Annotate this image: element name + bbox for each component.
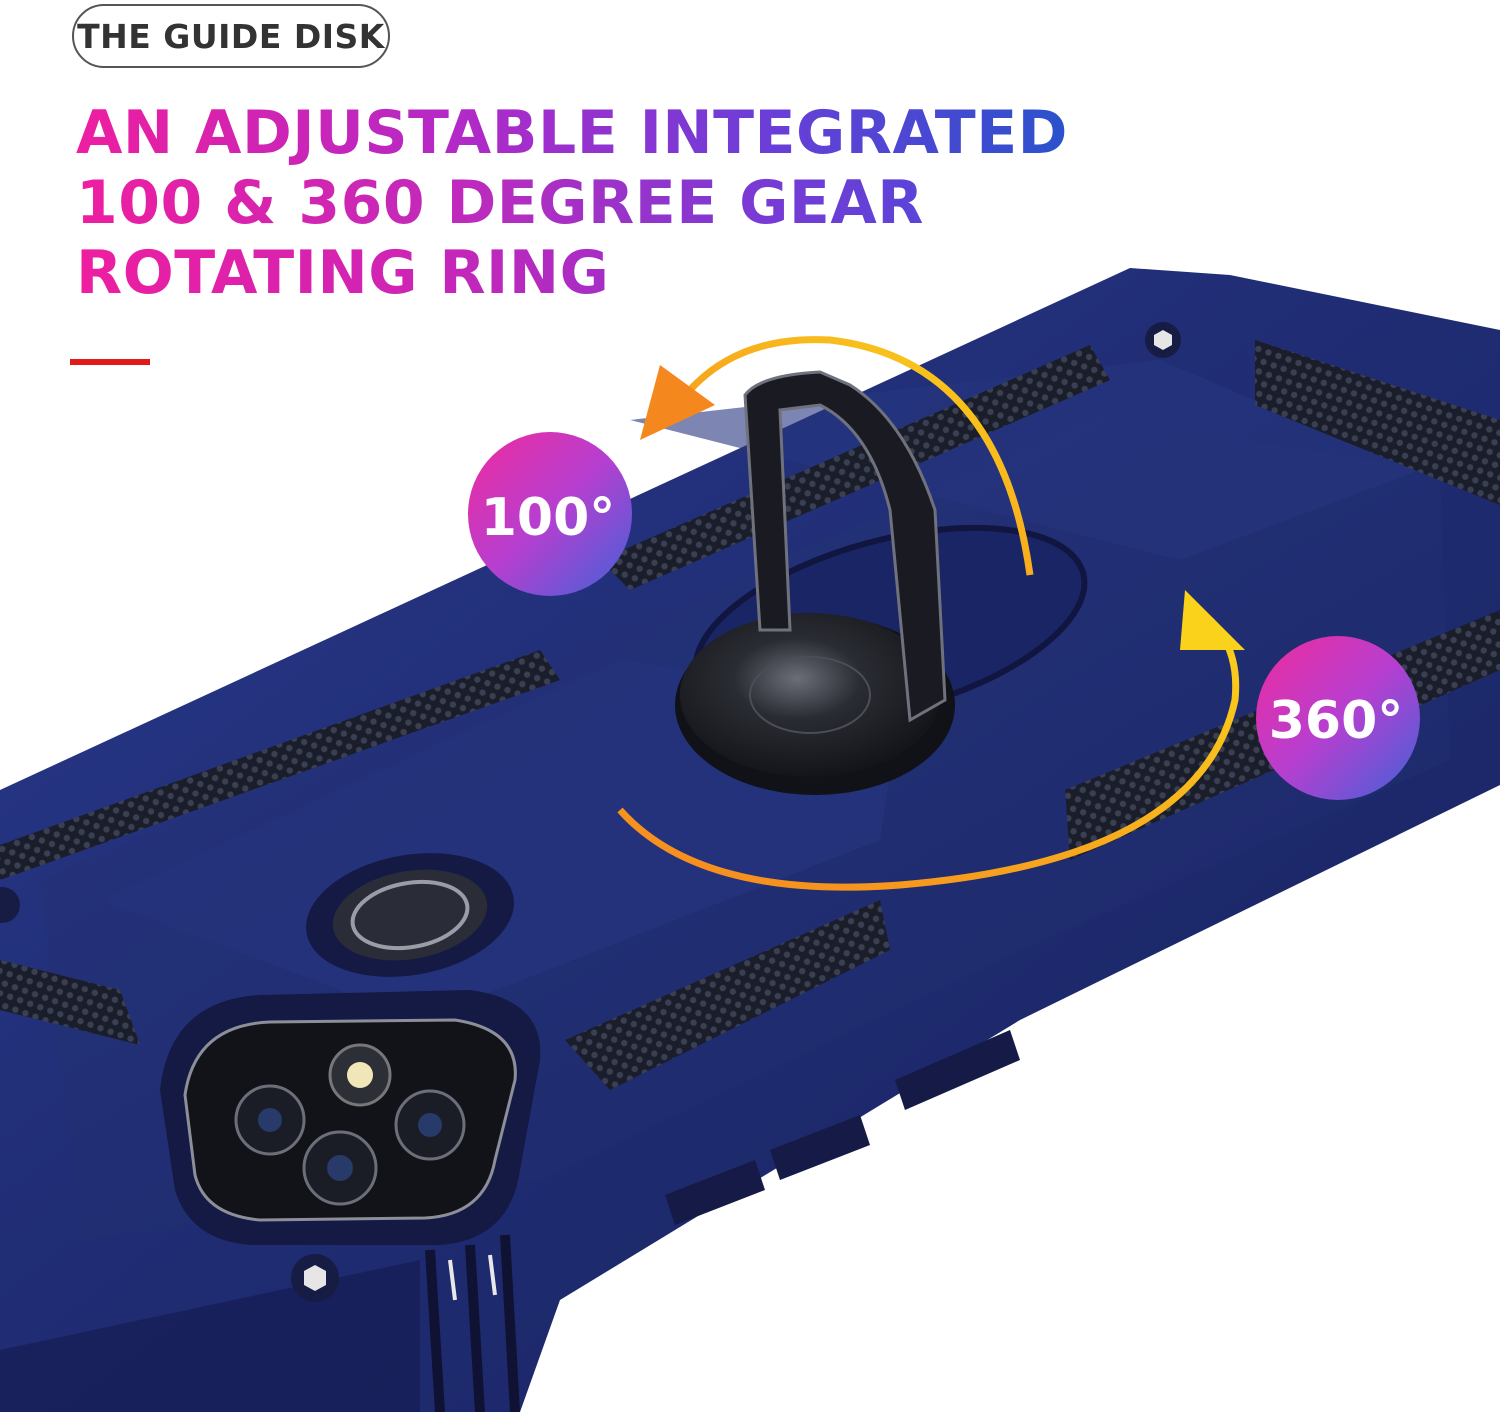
- corner-screw-top: [1145, 322, 1181, 358]
- guide-disk-badge: THE GUIDE DISK: [72, 4, 390, 68]
- rotation-arrow-small: [640, 336, 1034, 576]
- camera-module: [160, 990, 541, 1245]
- fingerprint-cutout: [306, 853, 514, 977]
- angle-label-360: 360°: [1269, 691, 1404, 751]
- headline-line-2: 100 & 360 DEGREE GEAR: [76, 168, 924, 238]
- angle-bubble-360: 360°: [1256, 636, 1420, 800]
- angle-label-100: 100°: [481, 488, 616, 548]
- headline-line-1: AN ADJUSTABLE INTEGRATED: [76, 98, 1068, 168]
- ring-holder: [675, 370, 1088, 795]
- corner-screw-bottom: [291, 1254, 339, 1302]
- headline-line-3: ROTATING RING: [76, 238, 610, 308]
- rotation-arrow-large: [617, 590, 1245, 891]
- accent-divider: [70, 359, 150, 365]
- headline: AN ADJUSTABLE INTEGRATED 100 & 360 DEGRE…: [76, 98, 1068, 308]
- angle-bubble-100: 100°: [468, 432, 632, 596]
- side-buttons: [425, 1030, 1020, 1412]
- corner-screw-left: [0, 887, 20, 923]
